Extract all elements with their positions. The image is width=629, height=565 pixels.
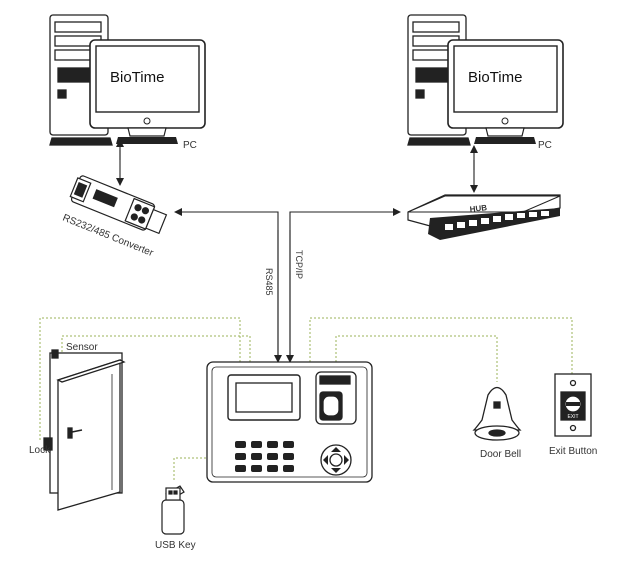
door-sensor — [51, 349, 59, 359]
sensor-wire — [61, 335, 251, 362]
right-pc-screen-text: BioTime — [468, 69, 522, 86]
access-terminal — [206, 361, 373, 483]
keypad — [235, 441, 294, 472]
rs232-485-converter: RS232/485 Converter — [61, 175, 168, 259]
door — [43, 349, 126, 511]
usb-wire — [173, 457, 210, 482]
left-pc-caption: PC — [183, 140, 197, 151]
left-pc-monitor: BioTime — [89, 39, 206, 144]
left-pc-screen-text: BioTime — [110, 69, 164, 86]
left-pc: BioTime PC — [49, 14, 206, 151]
lock-wire — [39, 317, 241, 440]
rs485-line — [174, 208, 279, 360]
door-bell-wire — [335, 335, 498, 382]
right-pc-caption: PC — [538, 140, 552, 151]
right-pc: BioTime PC — [407, 14, 564, 151]
peripheral-wires — [39, 317, 573, 482]
sensor-label: Sensor — [66, 342, 98, 353]
door-lock — [43, 437, 53, 451]
exit-button-face-label: EXIT — [567, 414, 578, 420]
tcpip-line — [289, 208, 401, 360]
navigation-pad — [320, 444, 352, 476]
rs485-label: RS485 — [264, 268, 274, 296]
right-pc-monitor: BioTime — [447, 39, 564, 144]
hub-caption: HUB — [469, 203, 487, 214]
usb-key — [161, 485, 185, 535]
connection-lines — [116, 139, 478, 363]
network-hub: HUB — [407, 194, 561, 240]
usb-key-label: USB Key — [155, 540, 196, 551]
door-bell — [472, 386, 522, 441]
exit-button-wire — [309, 317, 573, 375]
exit-button-label: Exit Button — [549, 446, 597, 457]
door-bell-label: Door Bell — [480, 449, 521, 460]
lock-label: Lock — [29, 445, 51, 456]
tcpip-label: TCP/IP — [294, 250, 304, 279]
exit-button — [554, 373, 592, 437]
